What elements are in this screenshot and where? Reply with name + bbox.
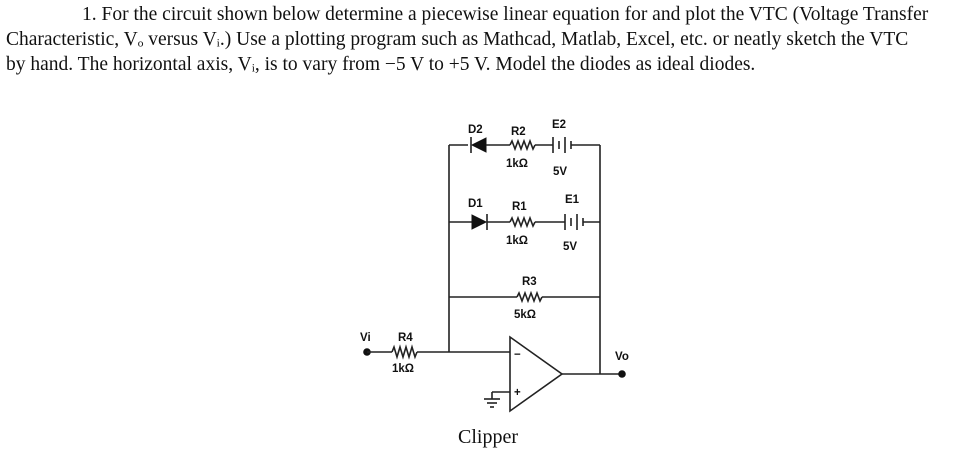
ground-connection	[491, 391, 510, 399]
resistor-r3	[516, 290, 543, 304]
battery-e1	[564, 214, 600, 230]
branch-d1-r1-e1	[449, 214, 600, 230]
resistor-r4	[367, 344, 449, 360]
opamp-noninverting-input: +	[514, 387, 521, 399]
battery-e2	[552, 137, 600, 153]
output-terminal	[618, 370, 626, 378]
e2-name: E2	[552, 119, 566, 131]
r1-name: R1	[512, 201, 527, 213]
r2-name: R2	[511, 126, 526, 138]
diode-d1	[471, 214, 510, 230]
branch-d2-r2-e2	[449, 137, 600, 153]
r3-value: 5kΩ	[514, 309, 536, 321]
d2-name: D2	[468, 124, 483, 136]
r3-name: R3	[522, 276, 537, 288]
r4-name: R4	[398, 332, 413, 344]
r1-value: 1kΩ	[506, 235, 528, 247]
opamp-inverting-input: −	[514, 349, 521, 361]
diagram-caption: Clipper	[458, 426, 518, 448]
problem-statement: 1. For the circuit shown below determine…	[6, 2, 976, 77]
problem-line-2: Characteristic, Vₒ versus Vᵢ.) Use a plo…	[6, 29, 909, 50]
problem-line-3: by hand. The horizontal axis, Vᵢ, is to …	[6, 54, 756, 75]
r2-value: 1kΩ	[506, 158, 528, 170]
e1-value: 5V	[563, 241, 577, 253]
diode-d2	[470, 137, 510, 153]
problem-line-1: 1. For the circuit shown below determine…	[82, 4, 929, 25]
e2-value: 5V	[553, 166, 567, 178]
r4-value: 1kΩ	[392, 363, 414, 375]
e1-name: E1	[565, 194, 580, 206]
right-node-bus	[562, 145, 622, 375]
resistor-r1	[509, 215, 565, 229]
ground-icon	[484, 398, 500, 408]
d1-name: D1	[468, 198, 483, 210]
left-node-bus	[448, 145, 510, 353]
resistor-r2	[509, 138, 553, 152]
branch-r3	[449, 290, 600, 304]
op-amp	[509, 335, 564, 413]
output-label: Vo	[615, 351, 629, 363]
input-label: Vi	[360, 332, 371, 344]
